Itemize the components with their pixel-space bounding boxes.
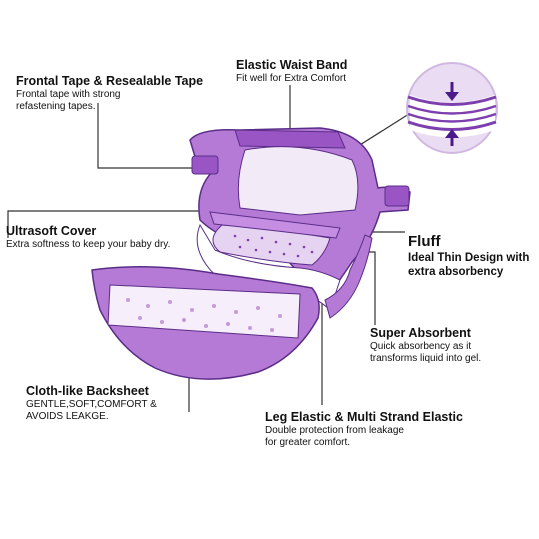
label-ultrasoft: Ultrasoft Cover Extra softness to keep y… [6,224,170,251]
inner-topsheet [237,146,359,216]
label-super-absorbent: Super Absorbent Quick absorbency as it t… [370,326,481,365]
label-leg-elastic: Leg Elastic & Multi Strand Elastic Doubl… [265,410,463,449]
super-absorbent-desc-1: Quick absorbency as it [370,341,472,352]
fluff-title: Fluff [408,233,441,250]
leg-elastic-desc-2: for greater comfort. [265,437,351,448]
frontal-tape-desc-2: refastening tapes. [16,101,96,112]
right-tape [384,185,410,207]
front-landing-zone [107,284,301,339]
frontal-tape-title: Frontal Tape & Resealable Tape [16,74,204,88]
backsheet-desc-1: GENTLE,SOFT,COMFORT & [26,399,157,410]
backsheet-desc-2: AVOIDS LEAKGE. [26,411,109,422]
leg-elastic-title: Leg Elastic & Multi Strand Elastic [265,410,463,424]
landing-zone-pattern [126,298,282,332]
ultrasoft-desc-1: Extra softness to keep your baby dry. [6,239,171,250]
fluff-desc-2: extra absorbency [408,266,504,278]
super-absorbent-title: Super Absorbent [370,326,471,340]
left-tape [191,155,219,175]
backsheet-title: Cloth-like Backsheet [26,384,149,398]
waist-band [234,129,346,149]
side-ruffle [324,234,373,319]
leg-elastic-desc-1: Double protection from leakage [265,425,404,436]
elastic-waist-title: Elastic Waist Band [236,58,348,72]
label-frontal-tape: Frontal Tape & Resealable Tape Frontal t… [16,74,203,113]
fluff-layer [209,211,341,239]
fluff-desc-1: Ideal Thin Design with [408,252,530,264]
label-fluff: Fluff Ideal Thin Design with extra absor… [408,233,529,279]
elastic-waist-desc-1: Fit well for Extra Comfort [236,73,347,84]
ultrasoft-title: Ultrasoft Cover [6,224,97,238]
super-absorbent-desc-2: transforms liquid into gel. [370,353,482,364]
label-elastic-waist: Elastic Waist Band Fit well for Extra Co… [236,58,347,85]
core-dots [233,234,314,258]
waistband-magnifier [406,62,498,154]
label-backsheet: Cloth-like Backsheet GENTLE,SOFT,COMFORT… [26,384,157,423]
frontal-tape-desc-1: Frontal tape with strong [16,89,121,100]
